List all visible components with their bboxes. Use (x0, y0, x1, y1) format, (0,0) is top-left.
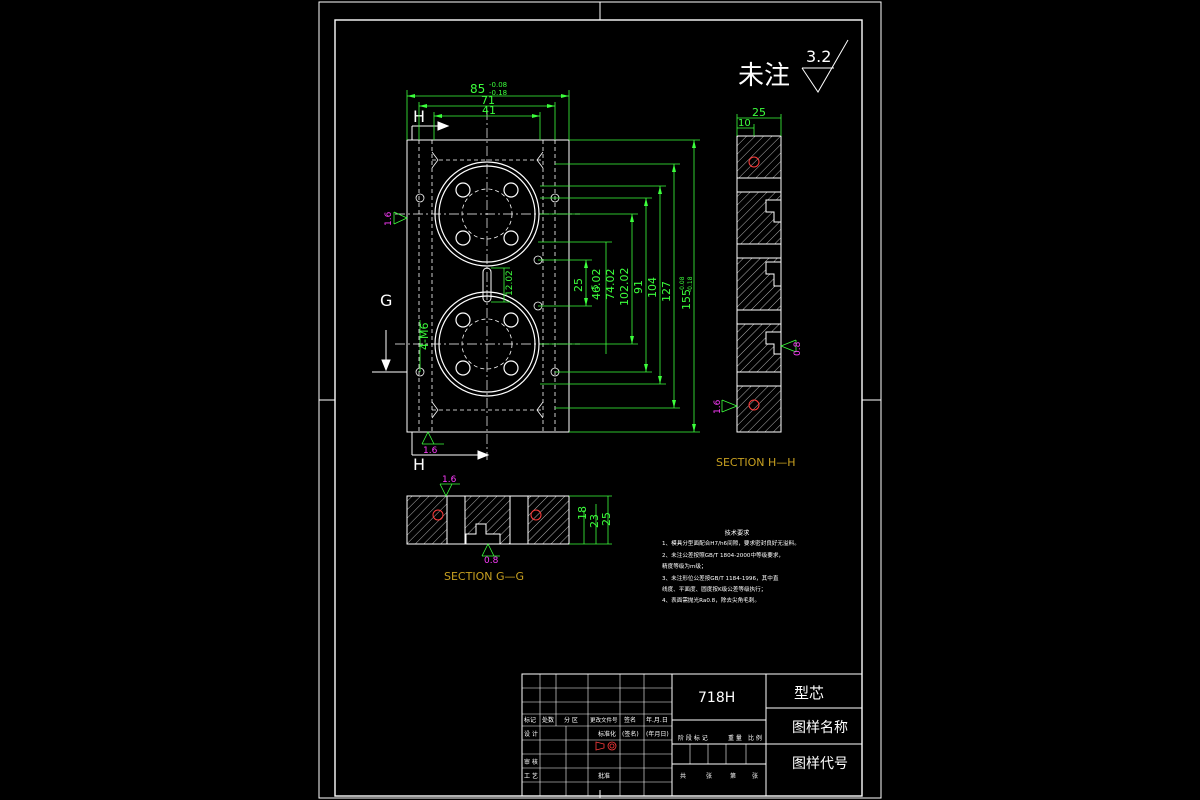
bottom-roughness-top-icon (439, 483, 460, 497)
drawing-code-label: 图样代号 (792, 756, 848, 772)
left-label-1: 审 核 (524, 758, 538, 766)
stage-label-0: 阶 段 标 记 (678, 734, 708, 742)
title-block (521, 673, 863, 797)
tech-note-line: 精度等级为m级； (662, 564, 707, 571)
row-label-5: 年.月.日 (646, 716, 668, 724)
dim-h-102: 102.02 (618, 268, 631, 307)
sheet-frame (318, 1, 882, 799)
side-dim-10: 10 (738, 118, 751, 129)
dim-h-127: 127 (660, 281, 673, 302)
tech-notes-title: 技术要求 (724, 530, 750, 537)
dim-h-91: 91 (632, 280, 645, 294)
roughness-symbol-icon (801, 39, 849, 93)
cut-line-h (411, 121, 490, 460)
left-label-0: 设 计 (524, 730, 538, 738)
lower-cavity (434, 291, 540, 397)
side-roughness-bottom-value: 1.6 (713, 399, 723, 414)
stage-label-2: 比 例 (748, 734, 762, 742)
bottom-roughness-bottom-value: 0.8 (484, 556, 499, 566)
date-label: (年月日) (646, 730, 669, 738)
side-roughness-right-value: 0.8 (793, 341, 803, 356)
tech-note-line: 3、未注形位公差按GB/T 1184-1996，其中直 (662, 575, 779, 582)
side-view-cavities (736, 177, 782, 387)
sign-label: (签名) (622, 730, 639, 738)
dim-width-71: 71 (481, 94, 495, 107)
cut-line-g (372, 330, 407, 373)
side-roughness-right-icon (779, 339, 797, 353)
tech-note-line: 1、模具分型面配合H7/h6间隙，要求密封良好无溢料。 (662, 541, 800, 548)
front-view: H H G (372, 81, 700, 474)
dim-width-41: 41 (482, 104, 496, 117)
row-label-3: 更改文件号 (590, 716, 618, 724)
section-g-caption: SECTION G—G (444, 570, 524, 583)
dim-h-155: 155 (680, 289, 693, 310)
drawing-name-label: 图样名称 (792, 720, 848, 736)
side-view-holes (748, 156, 760, 411)
side-dim-25: 25 (752, 106, 766, 119)
side-roughness-bottom-icon (721, 399, 739, 413)
bottom-view-cavities (446, 495, 529, 545)
bottom-view-dims (569, 495, 612, 545)
dim-h-155-tol-upper: -0.08 (679, 276, 686, 292)
note-label: 未注 (738, 61, 790, 91)
roughness-default: 3.2 (806, 47, 831, 66)
dim-h-12: 12.02 (505, 270, 515, 296)
title-block-text: 718H 型芯 图样名称 图样代号 标记 处数 分 区 更改文件号 签名 年.月… (524, 684, 848, 780)
roughness-bottom-value: 1.6 (423, 446, 438, 456)
front-view-outline (406, 139, 570, 433)
row-label-1: 处数 (542, 716, 554, 724)
tech-note-line: 线度、平面度、圆度按K级公差等级执行； (662, 587, 767, 594)
cut-label-h-bottom: H (413, 455, 425, 474)
std-label: 标准化 (598, 730, 616, 738)
corner-marks (431, 151, 544, 419)
bottom-dim-23: 23 (588, 514, 601, 528)
bottom-roughness-top-value: 1.6 (442, 475, 457, 485)
dim-h-155-tol-lower: -0.18 (687, 276, 694, 292)
sheet-label-3: 张 (752, 772, 758, 780)
part-name: 型芯 (794, 684, 824, 702)
row-label-2: 分 区 (564, 716, 578, 724)
upper-cavity (434, 161, 540, 267)
bottom-dim-25: 25 (600, 512, 613, 526)
row-label-0: 标记 (524, 716, 536, 724)
roughness-bottom-icon (421, 431, 444, 445)
roughness-left-value: 1.6 (384, 211, 394, 226)
section-h-caption: SECTION H—H (716, 456, 796, 469)
dim-h-25: 25 (572, 278, 585, 292)
projection-symbol-icon (595, 741, 617, 751)
dim-width-85-tol-upper: -0.08 (489, 81, 507, 89)
material: 718H (698, 690, 735, 706)
bottom-roughness-bottom-icon (481, 543, 500, 557)
screw-holes (415, 193, 560, 377)
dim-width-85: 85 (470, 82, 485, 96)
cut-label-g: G (380, 291, 392, 310)
dim-h-46: 46.02 (590, 269, 603, 301)
tech-note-line: 2、未注公差按照GB/T 1804-2000中等级要求， (662, 552, 785, 559)
bottom-view-holes (432, 509, 542, 521)
runner-slot (482, 267, 492, 303)
sheet-label-0: 共 (680, 772, 686, 780)
dim-h-104: 104 (646, 277, 659, 298)
stage-label-1: 重 量 (728, 734, 742, 742)
side-view-dims (736, 114, 782, 136)
sheet-label-1: 张 (706, 772, 712, 780)
roughness-left-icon (393, 211, 408, 225)
dim-h-74: 74.02 (604, 269, 617, 301)
dim-radius-5: 5 (591, 284, 601, 290)
tech-note-line: 4、表面需抛光Ra0.8，除去尖角毛刺。 (662, 598, 760, 605)
row-label-4: 签名 (624, 716, 636, 724)
centerlines (395, 110, 580, 460)
sheet-label-2: 第 (730, 772, 736, 780)
front-dimension-arrows (407, 94, 696, 432)
hidden-lines (418, 140, 556, 432)
dim-width-85-tol-lower: -0.18 (489, 89, 507, 97)
bottom-dim-18: 18 (576, 506, 589, 520)
bottom-view: 25 23 18 1.6 0.8 SECTION G—G (406, 475, 613, 583)
side-view: 25 10 0.8 1.6 SECTION H—H (713, 106, 803, 469)
approve-label: 批准 (598, 772, 610, 780)
tech-notes: 技术要求 1、模具分型面配合H7/h6间隙，要求密封良好无溢料。 2、未注公差按… (662, 528, 852, 608)
left-label-2: 工 艺 (524, 772, 538, 780)
thread-note: 4-M6 (418, 323, 431, 350)
